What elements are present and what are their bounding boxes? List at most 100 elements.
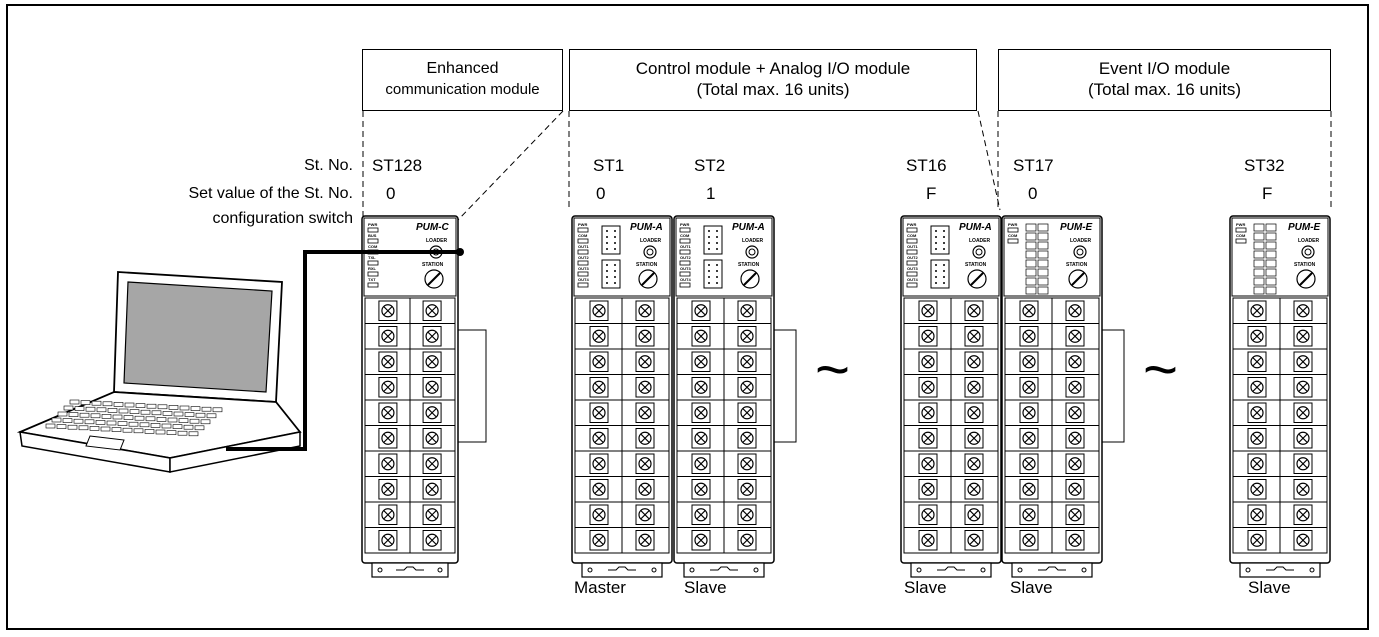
label-set-value-line1: Set value of the St. No. (188, 185, 353, 202)
keyboard-key-icon (157, 404, 168, 410)
status-led-icon (679, 238, 691, 244)
station-dial-pointer-icon (641, 272, 655, 286)
led-label: OUT3 (578, 266, 589, 271)
keyboard-key-icon (85, 406, 96, 412)
station-dial-pointer-icon (1071, 272, 1085, 286)
status-led-icon (906, 260, 918, 266)
header-enhanced-communication: Enhanced communication module (362, 49, 563, 111)
screw-slot-icon (923, 510, 933, 520)
screw-slot-icon (969, 484, 979, 494)
event-led-icon (1025, 268, 1037, 277)
led-label: BUS (368, 233, 377, 238)
connector-pin-icon (606, 264, 608, 266)
keyboard-key-icon (156, 417, 167, 422)
keyboard-key-icon (118, 408, 129, 414)
loader-label: LOADER (640, 238, 662, 244)
screw-slot-icon (696, 331, 706, 341)
screw-slot-icon (427, 331, 437, 341)
screw-slot-icon (640, 408, 650, 418)
screw-slot-icon (427, 382, 437, 392)
connector-pin-icon (943, 248, 945, 250)
keyboard-key-icon (62, 418, 73, 423)
status-led-icon (906, 249, 918, 255)
screw-slot-icon (640, 535, 650, 545)
screw-slot-icon (1024, 535, 1034, 545)
loader-port-inner-icon (646, 248, 654, 256)
screw-slot-icon (594, 459, 604, 469)
event-led-icon (1265, 223, 1277, 232)
connector-pin-icon (708, 270, 710, 272)
keyboard-key-icon (74, 406, 85, 411)
header-event-io: Event I/O module (Total max. 16 units) (998, 49, 1331, 111)
event-led-icon (1265, 250, 1277, 259)
station-dial-pointer-icon (427, 272, 441, 286)
din-clip-hole-icon (980, 567, 986, 573)
din-clip-hole-icon (1309, 567, 1315, 573)
screw-slot-icon (427, 484, 437, 494)
screw-slot-icon (640, 382, 650, 392)
connector-pin-icon (606, 276, 608, 278)
screw-slot-icon (742, 357, 752, 367)
screw-slot-icon (594, 357, 604, 367)
tilde-separator: ~ (1143, 336, 1179, 403)
connector-pin-icon (943, 242, 945, 244)
din-clip-hole-icon (1245, 567, 1251, 573)
din-clip-icon (581, 562, 663, 578)
dashed-leader-line (457, 110, 564, 221)
screw-slot-icon (969, 535, 979, 545)
led-label: OUT2 (907, 255, 918, 260)
screw-slot-icon (383, 306, 393, 316)
keyboard-key-icon (134, 415, 145, 421)
connector-pin-icon (614, 276, 616, 278)
connector-pin-icon (708, 282, 710, 284)
led-label: PWR (1008, 222, 1017, 227)
keyboard-key-icon (139, 422, 150, 428)
status-led-icon (1007, 227, 1019, 233)
screw-slot-icon (594, 510, 604, 520)
switch-value: 0 (596, 184, 606, 203)
screw-slot-icon (594, 382, 604, 392)
station-label: STATION (422, 262, 444, 268)
screw-slot-icon (1252, 382, 1262, 392)
screw-slot-icon (1070, 535, 1080, 545)
keyboard-key-icon (178, 418, 189, 423)
screw-slot-icon (1070, 408, 1080, 418)
screw-slot-icon (923, 535, 933, 545)
status-led-icon (1235, 227, 1247, 233)
keyboard-key-icon (69, 399, 80, 405)
connector-pin-icon (935, 264, 937, 266)
status-led-icon (1007, 238, 1019, 244)
connector-pin-icon (606, 282, 608, 284)
pin-connector-icon (930, 259, 950, 289)
keyboard-key-icon (128, 421, 139, 427)
status-led-icon (577, 238, 589, 244)
keyboard-key-icon (91, 400, 102, 406)
connector-pin-icon (935, 242, 937, 244)
connector-pin-icon (708, 276, 710, 278)
keyboard-key-icon (146, 403, 157, 409)
switch-value: 1 (706, 184, 716, 203)
din-clip-hole-icon (587, 567, 593, 573)
screw-slot-icon (427, 306, 437, 316)
connector-pin-icon (614, 270, 616, 272)
keyboard-key-icon (172, 424, 183, 429)
label-set-value-line2: configuration switch (212, 210, 353, 227)
keyboard-key-icon (102, 401, 113, 407)
screw-slot-icon (1024, 331, 1034, 341)
screw-slot-icon (640, 510, 650, 520)
status-led-icon (577, 282, 589, 288)
led-label: OUT1 (680, 244, 691, 249)
keyboard-key-icon (201, 406, 212, 412)
status-led-icon (367, 282, 379, 288)
status-led-icon (367, 227, 379, 233)
connector-pin-icon (716, 276, 718, 278)
screw-slot-icon (1024, 484, 1034, 494)
screw-slot-icon (969, 357, 979, 367)
keyboard-key-icon (155, 429, 166, 435)
led-label: OUT2 (680, 255, 691, 260)
screw-slot-icon (1024, 382, 1034, 392)
din-clip-slot-icon (937, 566, 965, 571)
screw-slot-icon (923, 306, 933, 316)
